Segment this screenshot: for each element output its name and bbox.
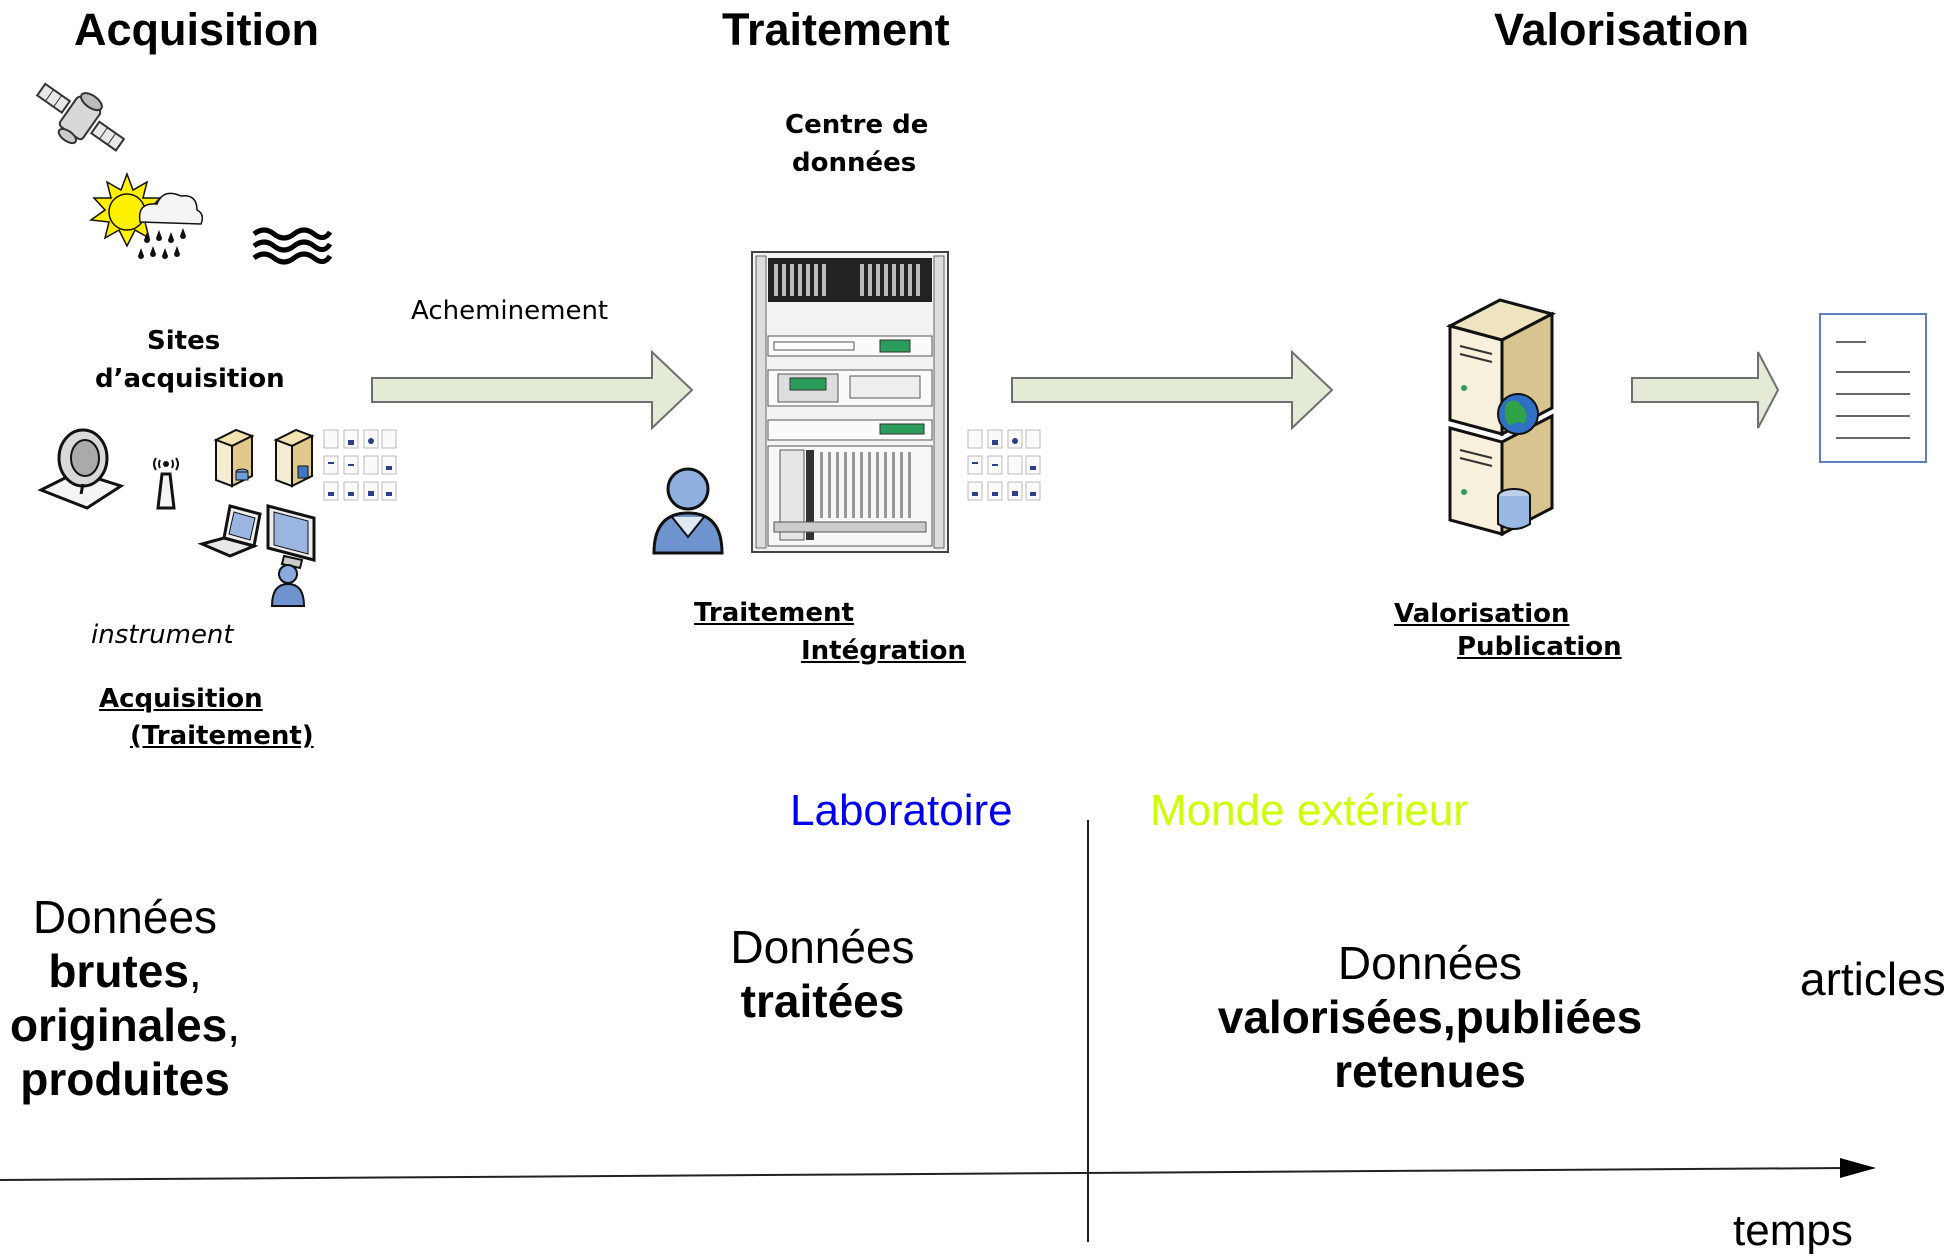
data-block-traitees: Données traitées: [700, 920, 945, 1028]
header-valorisation: Valorisation: [1494, 4, 1750, 55]
rack-server-icon: [751, 251, 949, 553]
web-server-icon: [1445, 298, 1557, 537]
acquisition-traitement-label: (Traitement): [130, 721, 314, 751]
satellite-dish-icon: [37, 428, 125, 510]
user-icon: [652, 467, 724, 555]
instrument-label: instrument: [91, 620, 234, 650]
integration-step-label: Intégration: [801, 636, 966, 666]
brutes-line1: Données: [32, 891, 218, 943]
acquisition-step-label: Acquisition: [99, 684, 263, 714]
header-acquisition: Acquisition: [74, 4, 319, 55]
data-block-valorisees: Données valorisées,publiées retenues: [1180, 936, 1680, 1098]
arrow-icon: [1631, 351, 1780, 429]
articles-label: articles: [1800, 953, 1946, 1005]
brutes-line2: brutes,: [48, 945, 202, 997]
traitement-step-label: Traitement: [694, 598, 854, 628]
valorisees-line2: valorisées,publiées: [1217, 991, 1643, 1043]
valorisees-line3: retenues: [1334, 1045, 1526, 1097]
traitees-line1: Données: [730, 921, 915, 973]
sites-label-line2: d’acquisition: [95, 364, 285, 394]
time-axis: [0, 1158, 1876, 1181]
sites-label-line1: Sites: [147, 326, 221, 356]
header-traitement: Traitement: [722, 4, 950, 55]
server-icon: [213, 428, 255, 488]
centre-label-line1: Centre de: [785, 110, 929, 140]
server-icon: [273, 428, 315, 488]
data-block-brutes: Données brutes, originales, produites: [0, 890, 250, 1106]
laptop-icon: [197, 504, 262, 558]
acheminement-label: Acheminement: [411, 296, 609, 326]
files-icon: [967, 429, 1041, 501]
publication-step-label: Publication: [1457, 632, 1622, 662]
zone-monde-exterieur: Monde extérieur: [1150, 786, 1468, 835]
files-icon: [323, 429, 397, 501]
weather-icon: [88, 171, 204, 259]
valorisees-line1: Données: [1337, 937, 1523, 989]
waves-icon: [252, 227, 333, 265]
desktop-user-icon: [266, 504, 316, 607]
antenna-icon: [153, 457, 179, 510]
valorisation-step-label: Valorisation: [1394, 599, 1570, 629]
satellite-icon: [35, 82, 126, 152]
document-icon: [1819, 313, 1927, 463]
brutes-line4: produites: [20, 1053, 230, 1105]
arrow-icon: [1011, 349, 1334, 431]
traitees-line2: traitées: [740, 975, 905, 1027]
arrow-icon: [371, 349, 694, 431]
centre-label-line2: données: [792, 148, 917, 178]
axis-label: temps: [1733, 1206, 1853, 1255]
zone-laboratoire: Laboratoire: [790, 786, 1013, 835]
zone-separator: [1087, 820, 1089, 1242]
brutes-line3: originales,: [9, 999, 241, 1051]
